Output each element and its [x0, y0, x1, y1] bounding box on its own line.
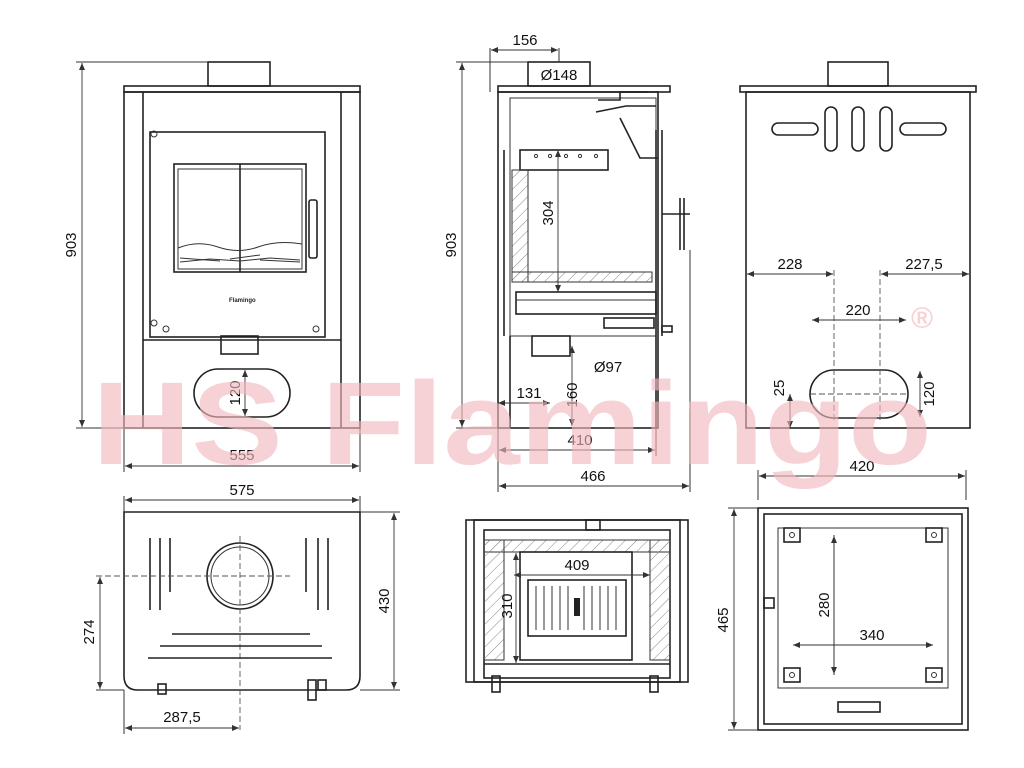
- top-view: 575 430 274 287,5: [81, 482, 400, 734]
- base-depth-label: 465: [715, 607, 732, 632]
- foot-spacing-width-label: 340: [859, 627, 884, 644]
- rear-right-offset-label: 227,5: [905, 256, 943, 273]
- registered-mark: ®: [911, 302, 933, 335]
- front-oval-height-label: 120: [227, 380, 244, 405]
- side-view: Ø148 156 903: [443, 32, 691, 492]
- side-height-label: 903: [443, 232, 460, 257]
- top-depth-label: 430: [376, 588, 393, 613]
- flue-center-front-label: 274: [81, 619, 98, 644]
- door-badge: Flamingo: [229, 298, 256, 304]
- front-height-label: 903: [63, 232, 80, 257]
- rear-view: 228 227,5 220 25 120 420: [739, 61, 977, 500]
- inlet-offset-label: 131: [516, 385, 541, 402]
- grate-width-label: 409: [564, 557, 589, 574]
- inlet-height-label: 160: [564, 382, 581, 407]
- inlet-diameter-label: Ø97: [594, 359, 622, 376]
- section-view: 409 310: [465, 519, 689, 693]
- total-depth-label: 466: [580, 468, 605, 485]
- base-view: 280 340 465: [715, 507, 969, 731]
- flue-diameter-label: Ø148: [541, 67, 578, 84]
- inner-depth-label: 410: [567, 432, 592, 449]
- rear-width-label: 420: [849, 458, 874, 475]
- flue-center-side-label: 287,5: [163, 709, 201, 726]
- rear-inlet-spacing-label: 220: [845, 302, 870, 319]
- watermark-text: HS Flamingo: [92, 358, 932, 490]
- front-width-label: 555: [229, 447, 254, 464]
- rear-left-offset-label: 228: [777, 256, 802, 273]
- rear-oval-height-label: 120: [921, 381, 938, 406]
- watermark: HS Flamingo ®: [92, 302, 933, 490]
- rear-oval-offset-label: 25: [771, 380, 788, 397]
- flue-offset-label: 156: [512, 32, 537, 49]
- top-width-label: 575: [229, 482, 254, 499]
- grate-depth-label: 310: [499, 593, 516, 618]
- front-view: Flamingo 120 903 555: [63, 61, 361, 472]
- foot-spacing-depth-label: 280: [816, 592, 833, 617]
- firebox-height-label: 304: [540, 200, 557, 225]
